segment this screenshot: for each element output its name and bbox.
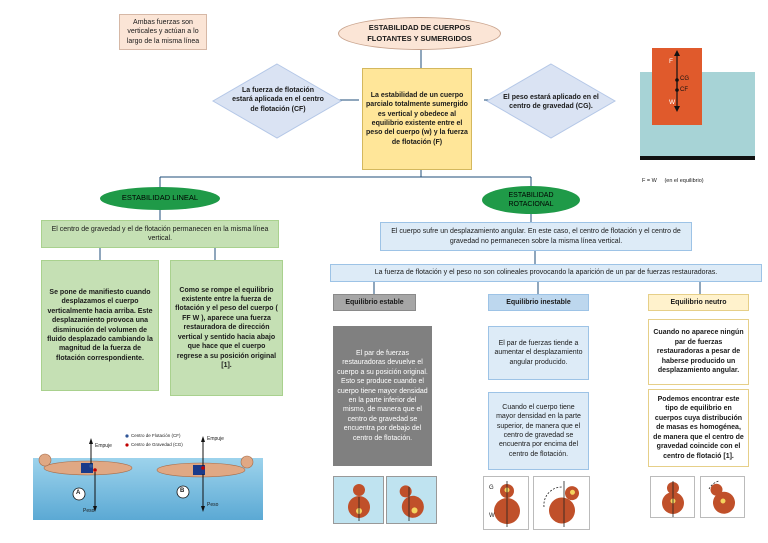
- diamond-left-shape: [212, 63, 342, 139]
- label-b: B: [180, 488, 185, 494]
- stable-body-text: El par de fuerzas restauradoras devuelve…: [337, 349, 428, 442]
- note-top-left: Ambas fuerzas son verticales y actúan a …: [119, 14, 207, 50]
- lineal-right-box: Como se rompe el equilibrio existente en…: [170, 260, 283, 396]
- center-box: La estabilidad de un cuerpo parcialo tot…: [362, 68, 472, 170]
- unstable-image-2: [533, 476, 590, 530]
- unstable-image-2-drawing: [543, 481, 579, 527]
- neutral-body2: Podemos encontrar este tipo de equilibri…: [648, 389, 749, 467]
- legend-cf: Centro de Flotación (CF): [131, 433, 181, 438]
- unstable-header-text: Equilibrio inestable: [506, 298, 571, 306]
- rotational-header: ESTABILIDAD ROTACIONAL: [482, 186, 580, 214]
- neutral-body1: Cuando no aparece ningún par de fuerzas …: [648, 319, 749, 385]
- neutral-image-1: [650, 476, 695, 518]
- pair-note-text: La fuerza de flotación y el peso no son …: [374, 269, 718, 277]
- neutral-image-1-drawing: [662, 481, 684, 517]
- diamond-right-shape: [486, 63, 616, 139]
- neutral-header: Equilibrio neutro: [648, 294, 749, 311]
- unstable-body1: El par de fuerzas tiende a aumentar el d…: [488, 326, 589, 380]
- unstable-body2: Cuando el cuerpo tiene mayor densidad en…: [488, 392, 589, 470]
- cg-label: CG: [680, 76, 689, 82]
- stable-image-1: [333, 476, 384, 524]
- stable-image-2: [386, 476, 437, 524]
- lineal-definition-text: El centro de gravedad y el de flotación …: [51, 225, 269, 242]
- swimmer-image: Centro de Flotación (CF) Centro de Grave…: [33, 428, 263, 520]
- neutral-body2-text: Podemos encontrar este tipo de equilibri…: [653, 395, 744, 460]
- rotational-definition-text: El cuerpo sufre un desplazamiento angula…: [391, 228, 681, 245]
- title-oval: ESTABILIDAD DE CUERPOS FLOTANTES Y SUMER…: [338, 17, 501, 50]
- diamond-right-text: El peso estará aplicado en el centro de …: [503, 94, 599, 111]
- legend-cg: Centro de Gravedad (CG): [131, 442, 183, 447]
- force-arrows: [674, 50, 680, 112]
- rotational-header-line1: ESTABILIDAD: [508, 191, 554, 199]
- lineal-left-box: Se pone de manifiesto cuando desplazamos…: [41, 260, 159, 391]
- f-label: F: [669, 58, 673, 65]
- stable-image-1-drawing: [348, 484, 370, 521]
- swimmer-drawing: [38, 434, 254, 512]
- lineal-definition: El centro de gravedad y el de flotación …: [41, 220, 279, 248]
- cf-label: CF: [680, 87, 688, 93]
- unstable-img-g: G: [489, 485, 494, 491]
- peso-b-label: Peso: [207, 502, 219, 508]
- stable-header: Equilibrio estable: [333, 294, 416, 311]
- empuje-b-label: Empuje: [207, 436, 224, 442]
- label-a: A: [76, 490, 81, 496]
- neutral-image-2-drawing: [708, 480, 735, 514]
- empuje-a-label: Empuje: [95, 443, 112, 449]
- center-box-text: La estabilidad de un cuerpo parcialo tot…: [366, 91, 468, 146]
- equilibrium-caption: F = W (en el equilibrio): [642, 178, 704, 184]
- unstable-header: Equilibrio inestable: [488, 294, 589, 311]
- unstable-image-1: G W: [483, 476, 529, 530]
- lineal-header: ESTABILIDAD LINEAL: [100, 187, 220, 210]
- lineal-header-text: ESTABILIDAD LINEAL: [121, 193, 199, 203]
- stable-body: El par de fuerzas restauradoras devuelve…: [333, 326, 432, 466]
- w-label: W: [669, 99, 676, 106]
- peso-a-label: Peso: [83, 508, 95, 514]
- rotational-header-line2: ROTACIONAL: [508, 201, 554, 208]
- diamond-left-text: La fuerza de flotación estará aplicada e…: [232, 87, 324, 113]
- lineal-right-text: Como se rompe el equilibrio existente en…: [175, 286, 278, 370]
- rotational-definition: El cuerpo sufre un desplazamiento angula…: [380, 222, 692, 251]
- pair-note: La fuerza de flotación y el peso no son …: [330, 264, 762, 282]
- bottom-bar: [640, 156, 755, 160]
- neutral-body1-text: Cuando no aparece ningún par de fuerzas …: [653, 329, 744, 375]
- unstable-image-1-drawing: [494, 481, 520, 527]
- stable-header-text: Equilibrio estable: [345, 298, 404, 306]
- neutral-image-2: [700, 476, 745, 518]
- buoyancy-diagram: F CG CF W F = W (en el equilibrio): [640, 48, 760, 188]
- stable-image-2-drawing: [399, 485, 424, 521]
- unstable-img-w: W: [489, 513, 495, 519]
- lineal-left-text: Se pone de manifiesto cuando desplazamos…: [47, 288, 153, 362]
- unstable-body1-text: El par de fuerzas tiende a aumentar el d…: [494, 339, 583, 366]
- note-top-left-text: Ambas fuerzas son verticales y actúan a …: [126, 18, 200, 45]
- unstable-body2-text: Cuando el cuerpo tiene mayor densidad en…: [496, 403, 581, 458]
- page-title: ESTABILIDAD DE CUERPOS FLOTANTES Y SUMER…: [367, 23, 472, 43]
- neutral-header-text: Equilibrio neutro: [670, 298, 727, 306]
